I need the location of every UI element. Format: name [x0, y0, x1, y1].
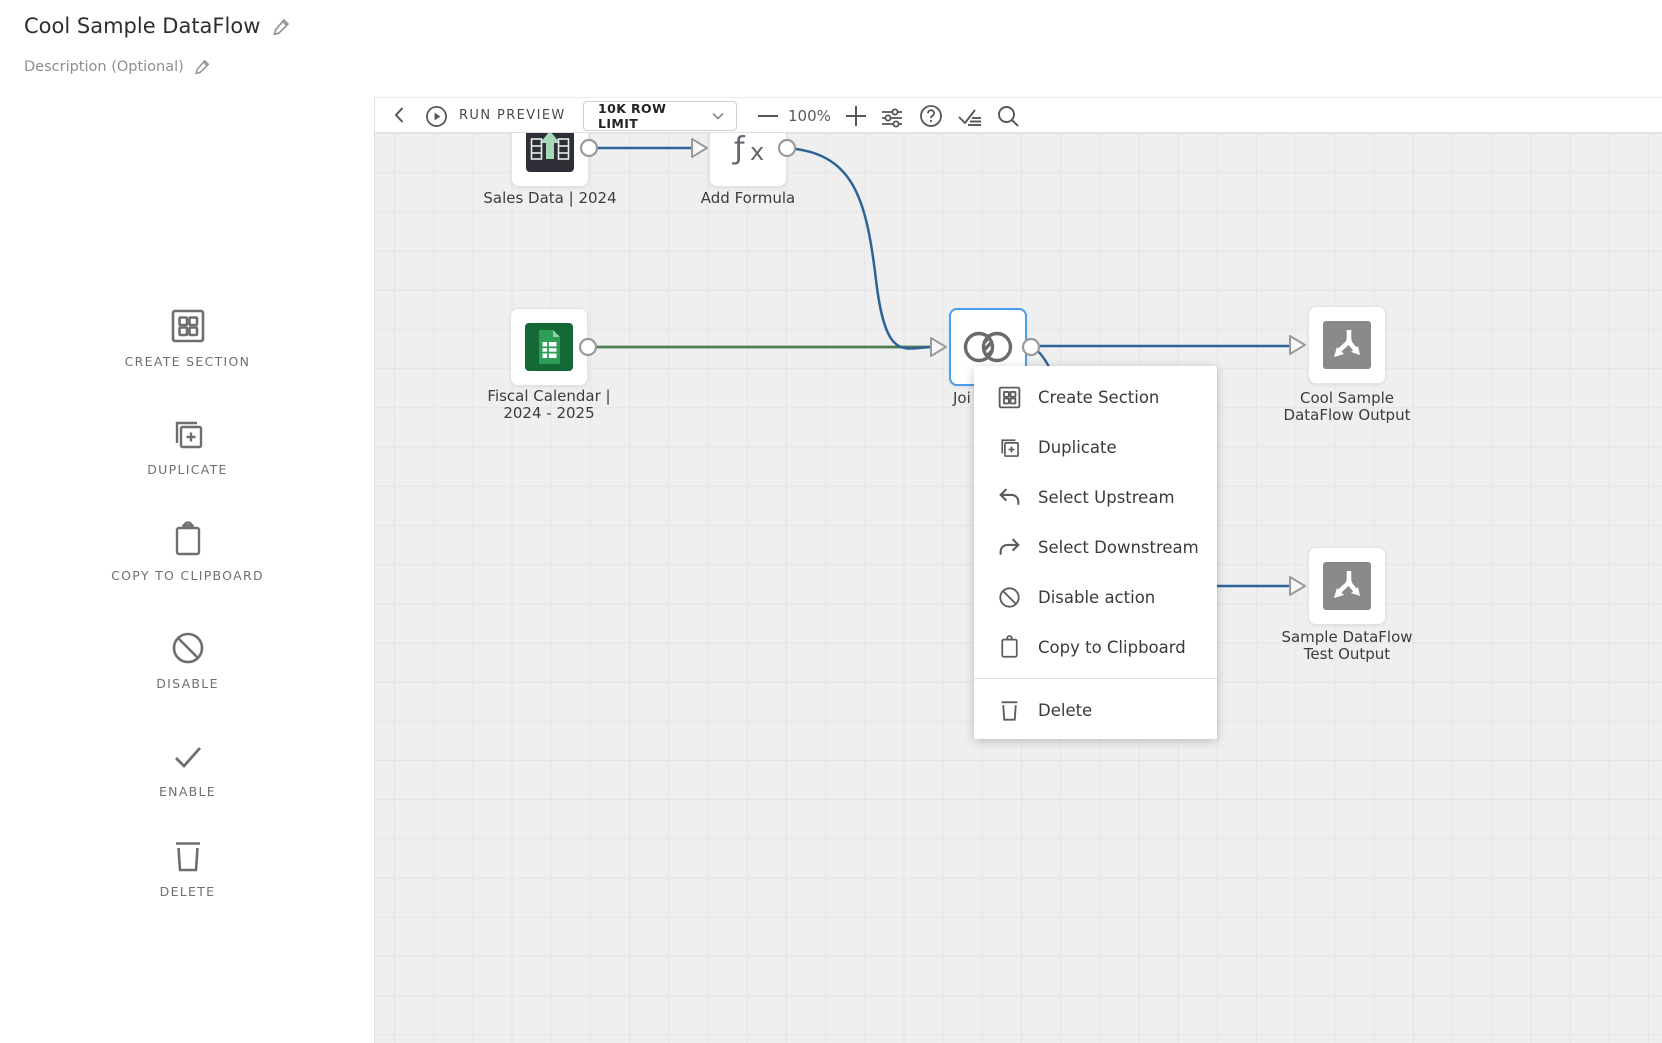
row-limit-value: 10K ROW LIMIT — [598, 101, 667, 131]
sidebar-item-label: DELETE — [159, 884, 216, 899]
node-label-test-output: Sample DataFlow Test Output — [1281, 628, 1413, 664]
menu-item-copy-to-clipboard[interactable]: Copy to Clipboard — [974, 622, 1217, 672]
menu-item-label: Select Upstream — [1038, 487, 1175, 507]
sidebar-item-enable[interactable]: ENABLE — [0, 735, 375, 799]
menu-item-label: Disable action — [1038, 587, 1156, 607]
node-context-menu: Create Section Duplicate Select Upst — [974, 366, 1217, 739]
node-test-output[interactable] — [1308, 547, 1386, 625]
node-cool-sample-output[interactable] — [1308, 306, 1386, 384]
output-icon — [1323, 321, 1371, 369]
chevron-left-icon[interactable] — [389, 104, 411, 126]
downstream-arrow-icon — [996, 535, 1022, 560]
chevron-down-icon — [710, 108, 726, 124]
zoom-in-plus-icon[interactable] — [845, 105, 867, 127]
sidebar-item-create-section[interactable]: CREATE SECTION — [0, 305, 375, 369]
sidebar-item-disable[interactable]: DISABLE — [0, 627, 375, 691]
node-label-add-formula: Add Formula — [700, 189, 796, 207]
disable-icon — [169, 627, 207, 669]
run-preview-button[interactable]: RUN PREVIEW — [459, 108, 566, 123]
sliders-icon[interactable] — [880, 105, 904, 129]
node-label-cool-sample-output: Cool Sample DataFlow Output — [1283, 389, 1411, 425]
menu-item-label: Create Section — [1038, 387, 1160, 407]
validate-checklist-icon[interactable] — [957, 106, 983, 128]
dataset-icon — [526, 124, 574, 172]
sheets-icon — [525, 323, 573, 371]
create-section-icon — [996, 385, 1022, 410]
menu-divider — [974, 678, 1217, 679]
search-icon[interactable] — [996, 104, 1020, 128]
sidebar-item-duplicate[interactable]: DUPLICATE — [0, 413, 375, 477]
help-icon[interactable] — [919, 104, 943, 128]
zoom-level: 100% — [788, 107, 831, 125]
node-label-fiscal-calendar: Fiscal Calendar | 2024 - 2025 — [487, 387, 611, 423]
upstream-arrow-icon — [996, 485, 1022, 510]
trash-icon — [169, 835, 207, 877]
sidebar-item-copy-to-clipboard[interactable]: COPY TO CLIPBOARD — [0, 519, 375, 583]
menu-item-create-section[interactable]: Create Section — [974, 372, 1217, 422]
menu-item-label: Delete — [1038, 700, 1093, 720]
disable-icon — [996, 585, 1022, 610]
canvas-toolbar: RUN PREVIEW 10K ROW LIMIT 100% — [375, 97, 1662, 133]
sidebar-item-delete[interactable]: DELETE — [0, 835, 375, 899]
sidebar-item-label: CREATE SECTION — [124, 354, 251, 369]
trash-icon — [996, 698, 1022, 723]
description-placeholder[interactable]: Description (Optional) — [24, 58, 184, 75]
duplicate-icon — [169, 413, 207, 455]
menu-item-label: Copy to Clipboard — [1038, 637, 1186, 657]
menu-item-select-upstream[interactable]: Select Upstream — [974, 472, 1217, 522]
menu-item-disable-action[interactable]: Disable action — [974, 572, 1217, 622]
sidebar-item-label: COPY TO CLIPBOARD — [111, 568, 264, 583]
sidebar-item-label: DUPLICATE — [147, 462, 228, 477]
sidebar-item-label: ENABLE — [158, 784, 217, 799]
clipboard-icon — [169, 519, 207, 561]
header: Cool Sample DataFlow Description (Option… — [0, 0, 1662, 97]
row-limit-dropdown[interactable]: 10K ROW LIMIT — [583, 101, 737, 131]
formula-icon: ƒ x — [724, 124, 772, 172]
node-label-sales-data: Sales Data | 2024 — [483, 189, 617, 207]
duplicate-icon — [996, 435, 1022, 460]
menu-item-label: Select Downstream — [1038, 537, 1199, 557]
svg-text:x: x — [750, 138, 764, 166]
page-title: Cool Sample DataFlow — [24, 14, 261, 38]
svg-text:ƒ: ƒ — [732, 131, 746, 166]
create-section-icon — [169, 305, 207, 347]
play-icon[interactable] — [425, 105, 448, 128]
edit-description-icon[interactable] — [194, 58, 211, 75]
edit-title-icon[interactable] — [272, 17, 291, 36]
menu-item-select-downstream[interactable]: Select Downstream — [974, 522, 1217, 572]
menu-item-duplicate[interactable]: Duplicate — [974, 422, 1217, 472]
output-icon — [1323, 562, 1371, 610]
check-icon — [169, 735, 207, 777]
node-fiscal-calendar[interactable] — [510, 308, 588, 386]
action-sidebar: CREATE SECTION DUPLICATE — [0, 97, 375, 1043]
join-icon — [960, 327, 1016, 367]
clipboard-icon — [996, 634, 1022, 660]
menu-item-label: Duplicate — [1038, 437, 1117, 457]
node-label-join: Joi — [953, 389, 971, 407]
sidebar-item-label: DISABLE — [156, 676, 219, 691]
zoom-out-minus-icon[interactable] — [758, 114, 778, 118]
menu-item-delete[interactable]: Delete — [974, 685, 1217, 735]
